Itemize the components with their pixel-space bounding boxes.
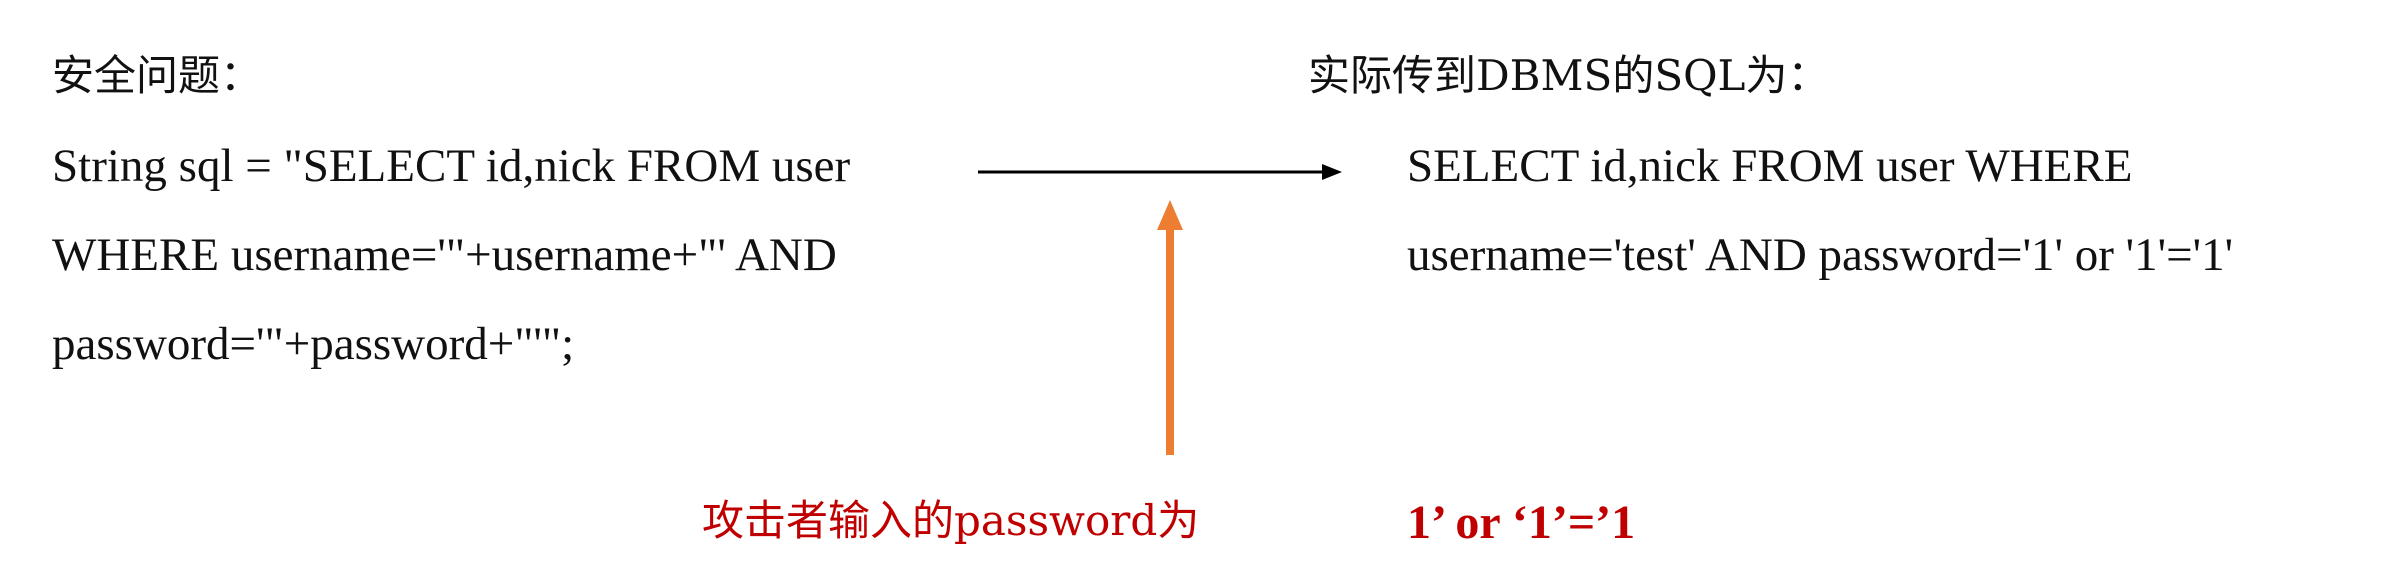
injection-up-arrow <box>1157 200 1183 455</box>
code-line-1: String sql = "SELECT id,nick FROM user <box>52 140 851 192</box>
sql-line-2: username='test' AND password='1' or '1'=… <box>1407 229 2234 281</box>
sql-line-1: SELECT id,nick FROM user WHERE <box>1407 140 2133 192</box>
injected-password-payload: 1’ or ‘1’=’1 <box>1407 496 1636 549</box>
code-line-3: password='"+password+"'"; <box>52 318 575 370</box>
right-heading: 实际传到DBMS的SQL为： <box>1308 51 1830 100</box>
attacker-input-label: 攻击者输入的password为 <box>702 496 1200 545</box>
flow-arrow <box>978 164 1342 180</box>
code-line-2: WHERE username='"+username+"' AND <box>52 229 837 281</box>
left-heading: 安全问题： <box>52 51 263 100</box>
